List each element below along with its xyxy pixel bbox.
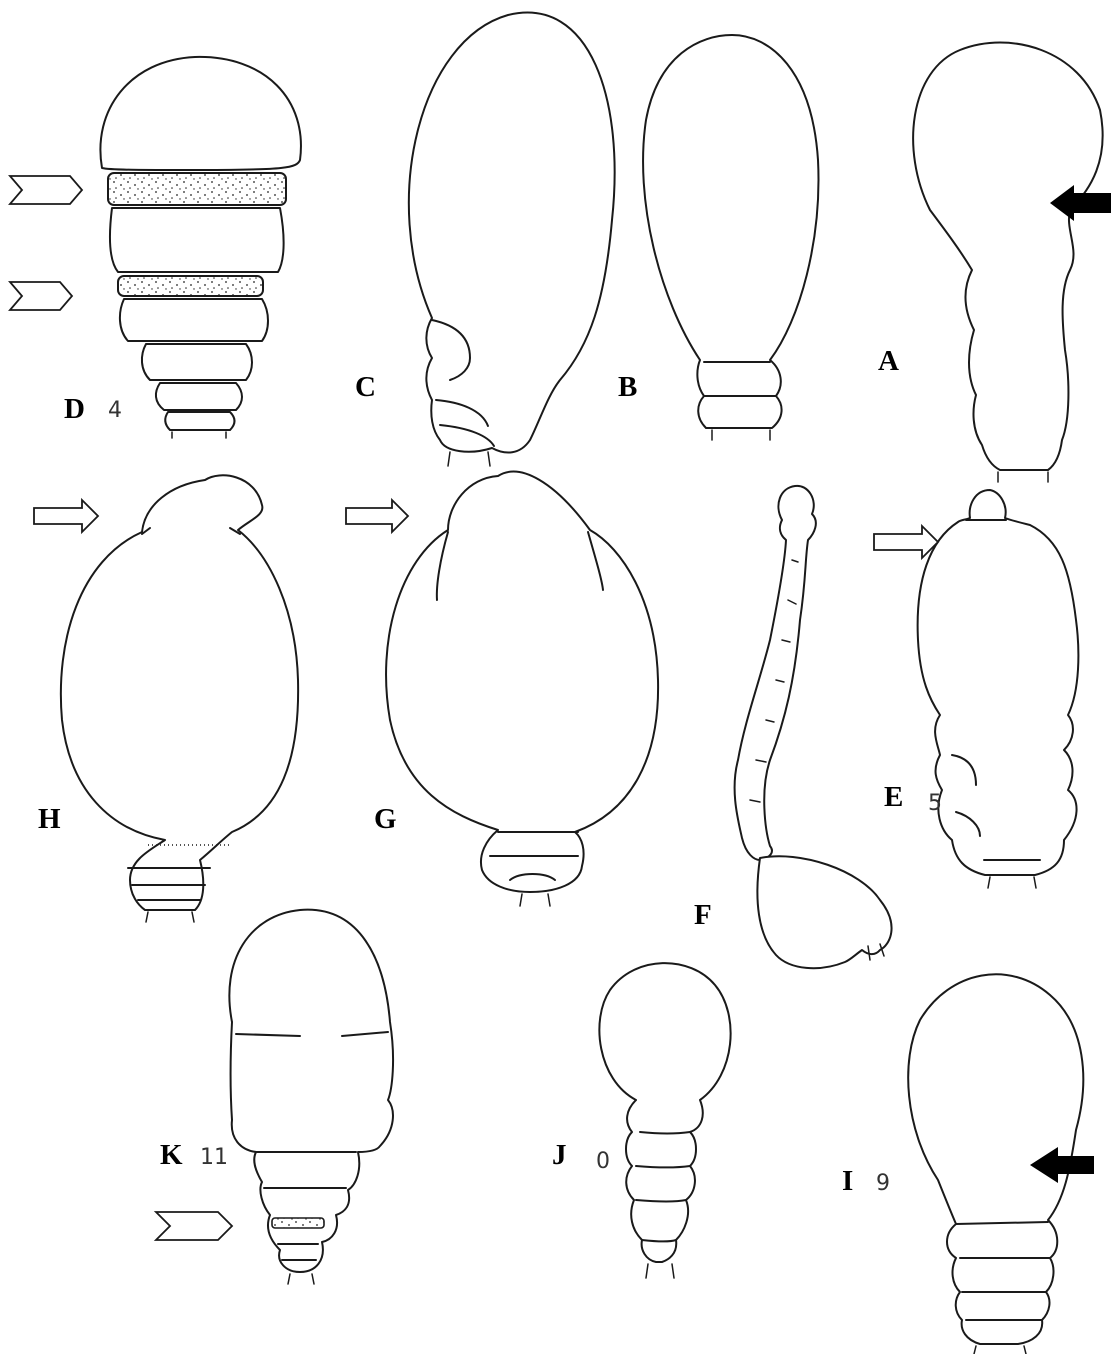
panel-letter-e: E xyxy=(884,781,903,813)
panel-letter-a: A xyxy=(878,345,899,377)
panel-number-j: 0 xyxy=(596,1149,610,1174)
open-chevron-arrow-k xyxy=(156,1212,232,1240)
specimen-c xyxy=(409,13,615,466)
specimen-a xyxy=(913,43,1103,483)
panel-letter-k: K xyxy=(160,1139,183,1171)
specimen-h xyxy=(61,475,298,922)
open-chevron-arrow-d1 xyxy=(10,176,82,204)
open-chevron-arrow-d2 xyxy=(10,282,72,310)
panel-letter-i: I xyxy=(842,1165,853,1197)
open-arrow-h xyxy=(34,500,98,532)
panel-number-d: 4 xyxy=(108,398,122,423)
specimen-f xyxy=(735,486,892,968)
panel-letter-h: H xyxy=(38,803,61,835)
open-arrow-g xyxy=(346,500,408,532)
specimen-g xyxy=(386,472,658,906)
panel-letter-b: B xyxy=(618,371,637,403)
specimen-b xyxy=(643,35,818,440)
specimen-e xyxy=(918,490,1079,888)
panel-number-i: 9 xyxy=(876,1171,890,1196)
panel-number-e: 5 xyxy=(928,791,942,816)
specimen-d xyxy=(100,57,301,438)
panel-letter-d: D xyxy=(64,393,85,425)
specimen-j xyxy=(599,963,730,1278)
open-arrow-e xyxy=(874,526,938,558)
panel-letter-c: C xyxy=(355,371,376,403)
panel-letter-j: J xyxy=(552,1139,567,1171)
panel-letter-f: F xyxy=(694,899,712,931)
panel-number-k: 11 xyxy=(200,1145,228,1170)
panel-letter-g: G xyxy=(374,803,397,835)
specimen-k xyxy=(229,910,393,1284)
